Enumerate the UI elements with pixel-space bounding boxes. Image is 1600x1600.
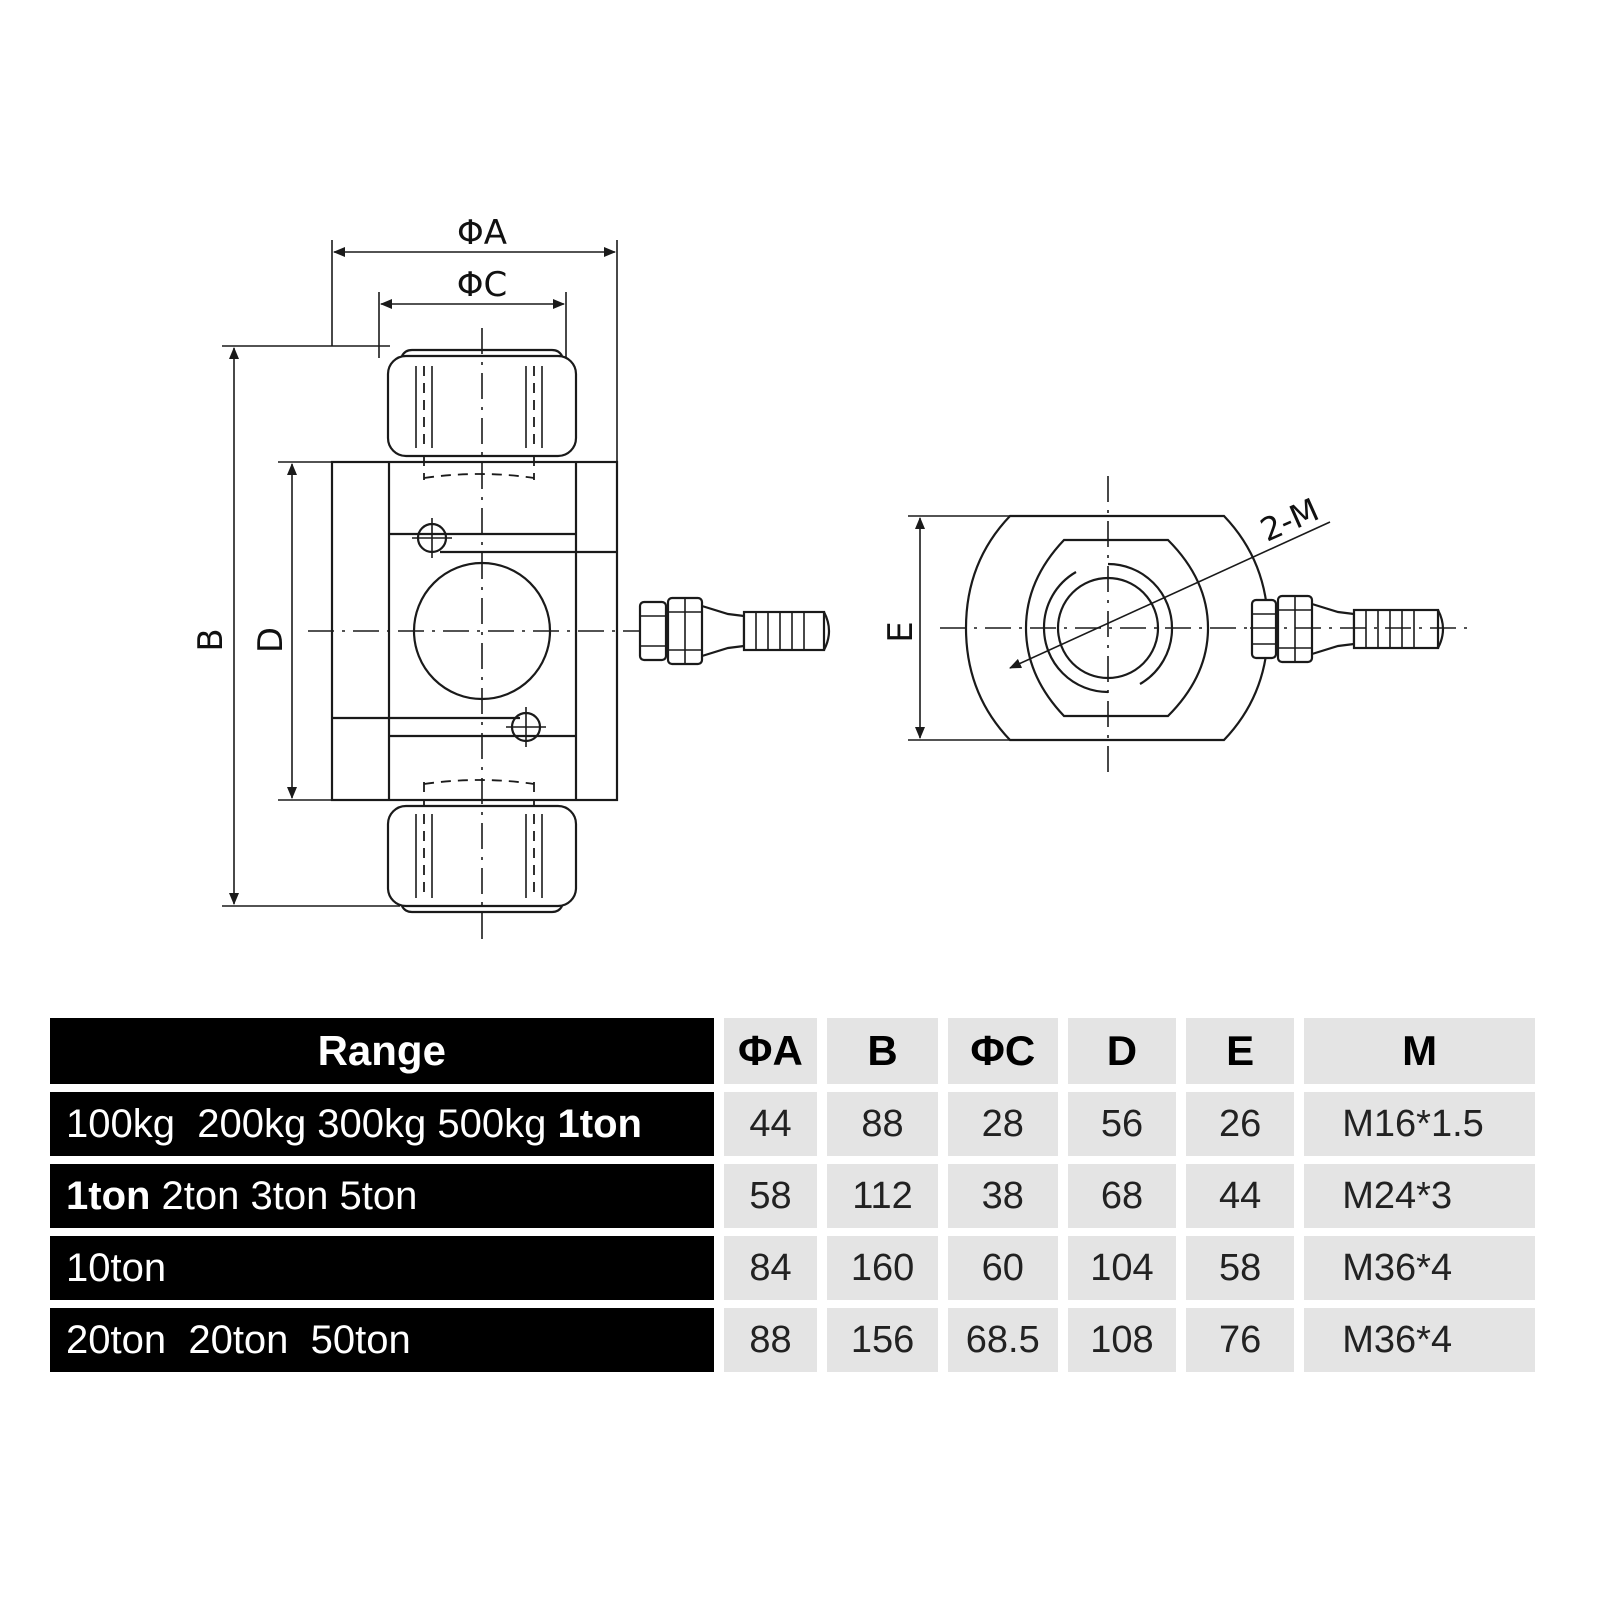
bottom-bolt	[386, 779, 578, 914]
range-text: 2ton 3ton 5ton	[150, 1173, 418, 1218]
header-range: Range	[50, 1018, 714, 1084]
value-cell-e: 26	[1186, 1092, 1295, 1156]
front-view: ΦA ΦC B D	[191, 213, 831, 940]
value-cell-b: 160	[827, 1236, 938, 1300]
header-e: E	[1186, 1018, 1295, 1084]
value-cell-phi-c: 38	[947, 1164, 1058, 1228]
value-cell-e: 44	[1186, 1164, 1295, 1228]
side-view: E 2-M	[881, 476, 1470, 778]
value-cell-d: 56	[1067, 1092, 1177, 1156]
load-cell-drawing: ΦA ΦC B D	[191, 213, 1470, 940]
value-cell-phi-c: 68.5	[947, 1308, 1058, 1372]
label-b: B	[191, 628, 231, 651]
header-phi-a: ΦA	[723, 1018, 818, 1084]
value-cell-b: 112	[827, 1164, 938, 1228]
header-b: B	[827, 1018, 938, 1084]
range-text: 1ton	[557, 1101, 642, 1146]
value-cell-m: M36*4	[1304, 1236, 1535, 1300]
value-cell-b: 88	[827, 1092, 938, 1156]
value-cell-m: M24*3	[1304, 1164, 1535, 1228]
label-2-m: 2-M	[1255, 490, 1325, 549]
label-phi-a: ΦA	[457, 213, 507, 253]
value-cell-e: 76	[1186, 1308, 1295, 1372]
value-cell-phi-a: 44	[723, 1092, 818, 1156]
table-header-row: Range ΦA B ΦC D E M	[50, 1018, 1535, 1084]
range-cell: 20ton 20ton 50ton	[50, 1308, 714, 1372]
cable-gland-front	[638, 596, 831, 666]
range-text: 1ton	[66, 1173, 151, 1218]
cable-gland-side	[1250, 594, 1470, 664]
spec-table: Range ΦA B ΦC D E M 100kg 200kg 300kg 50…	[40, 1010, 1545, 1380]
header-m: M	[1304, 1018, 1535, 1084]
value-cell-phi-c: 28	[947, 1092, 1058, 1156]
range-text: 20ton 20ton 50ton	[66, 1317, 411, 1362]
header-d: D	[1067, 1018, 1177, 1084]
range-text: 10ton	[66, 1245, 167, 1290]
value-cell-b: 156	[827, 1308, 938, 1372]
value-cell-d: 104	[1067, 1236, 1177, 1300]
range-cell: 100kg 200kg 300kg 500kg 1ton	[50, 1092, 714, 1156]
leader-2-m	[1009, 521, 1331, 669]
value-cell-e: 58	[1186, 1236, 1295, 1300]
value-cell-phi-c: 60	[947, 1236, 1058, 1300]
value-cell-d: 108	[1067, 1308, 1177, 1372]
label-phi-c: ΦC	[457, 265, 508, 305]
value-cell-m: M36*4	[1304, 1308, 1535, 1372]
value-cell-d: 68	[1067, 1164, 1177, 1228]
value-cell-phi-a: 84	[723, 1236, 818, 1300]
value-cell-phi-a: 88	[723, 1308, 818, 1372]
value-cell-phi-a: 58	[723, 1164, 818, 1228]
label-e: E	[881, 621, 921, 642]
value-cell-m: M16*1.5	[1304, 1092, 1535, 1156]
range-cell: 1ton 2ton 3ton 5ton	[50, 1164, 714, 1228]
range-text: 100kg 200kg 300kg 500kg	[66, 1101, 558, 1146]
top-bolt	[386, 348, 578, 480]
range-cell: 10ton	[50, 1236, 714, 1300]
header-phi-c: ΦC	[947, 1018, 1058, 1084]
label-d: D	[251, 627, 291, 653]
